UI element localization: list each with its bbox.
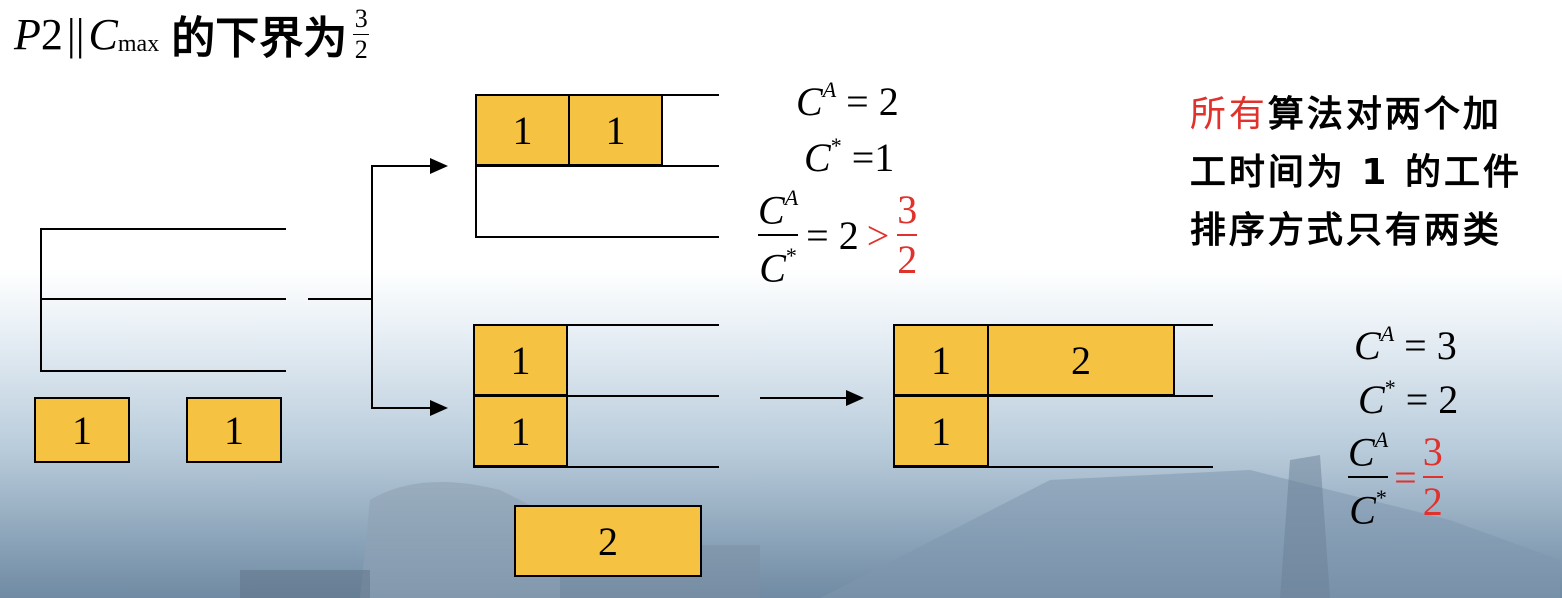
job-box: 1: [473, 324, 568, 396]
equation-ca-top: CA = 2: [796, 76, 899, 124]
arrow-up-branch: [371, 165, 437, 167]
job-box: 1: [34, 397, 130, 463]
job-box: 1: [473, 395, 568, 467]
machine-line: [893, 466, 1213, 468]
machine-line: [475, 236, 719, 238]
machine-line: [473, 466, 719, 468]
note-text: 所有算法对两个加 工时间为 1 的工件 排序方式只有两类: [1189, 94, 1522, 251]
arrow-head-icon: [846, 390, 864, 406]
ratio-fraction: CA C*: [1348, 427, 1389, 533]
job-box: 2: [987, 324, 1175, 396]
machine-line: [475, 165, 719, 167]
incoming-job-box: 2: [514, 505, 702, 577]
equation-cstar-right: C* = 2: [1358, 374, 1459, 422]
note-highlight: 所有: [1189, 94, 1268, 135]
ratio-fraction: CA C*: [758, 185, 799, 291]
branch-line: [308, 298, 372, 300]
machine-line: [473, 324, 719, 326]
branch-line: [371, 165, 373, 408]
equation-cstar-top: C* =1: [804, 132, 895, 180]
machine-line: [893, 395, 1213, 397]
job-box: 1: [893, 324, 989, 396]
job-box: 1: [893, 395, 989, 467]
equation-ca-right: CA = 3: [1354, 320, 1457, 368]
arrow-head-icon: [430, 158, 448, 174]
job-box: 1: [186, 397, 282, 463]
arrow-right: [760, 397, 852, 399]
job-box: 1: [568, 94, 663, 166]
arrow-head-icon: [430, 400, 448, 416]
arrow-down-branch: [371, 407, 437, 409]
job-box: 1: [475, 94, 570, 166]
machine-line: [40, 298, 286, 300]
machine-line: [40, 228, 286, 230]
machine-line: [473, 395, 719, 397]
machine-line: [40, 370, 286, 372]
